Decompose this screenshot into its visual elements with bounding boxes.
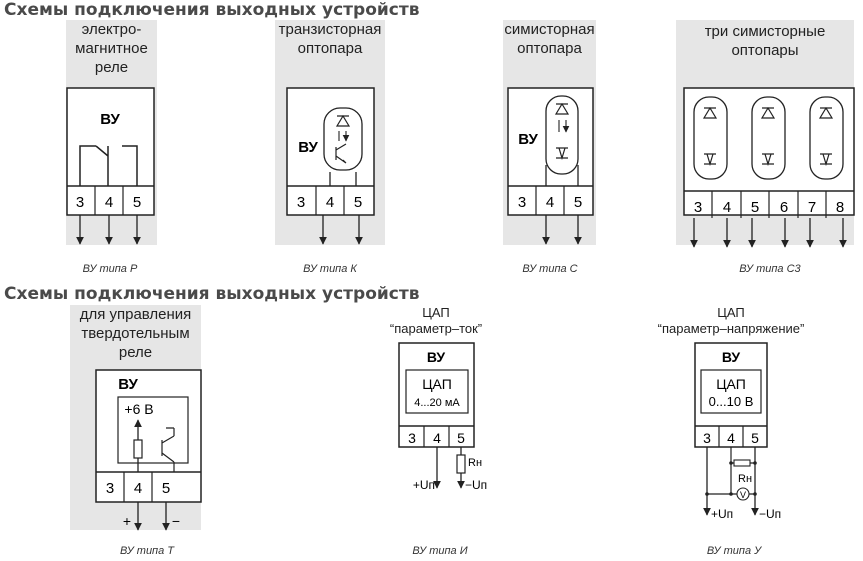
terminal-3: 3 xyxy=(518,194,526,211)
dac-box xyxy=(700,369,762,414)
resistor-icon xyxy=(133,439,143,459)
terminal-3: 3 xyxy=(703,430,711,446)
terminal-5: 5 xyxy=(574,194,582,211)
caption-type-s: ВУ типа С xyxy=(522,263,578,275)
terminal-3: 3 xyxy=(694,199,702,216)
voltage-label: +6 В xyxy=(124,401,153,417)
transistor-icon xyxy=(335,143,347,164)
label-type-s3: три симисторные оптопары xyxy=(704,23,826,59)
diagram-type-r: ВУ 3 4 5 xyxy=(66,20,157,245)
caption-type-k: ВУ типа К xyxy=(303,263,357,275)
inner-box xyxy=(117,396,189,464)
terminal-5: 5 xyxy=(354,194,362,211)
transistor-icon xyxy=(161,427,175,472)
terminal-4: 4 xyxy=(723,199,731,216)
device-box xyxy=(507,87,594,216)
device-box xyxy=(95,369,202,503)
triac-icon xyxy=(556,147,568,161)
terminal-3: 3 xyxy=(297,194,305,211)
heading-row1: Схемы подключения выходных устройств xyxy=(4,0,420,20)
label-type-u: ЦАП “параметр–напряжение” xyxy=(657,305,805,336)
diagram-type-s: ВУ 3 4 5 xyxy=(503,20,596,245)
terminal-6: 6 xyxy=(780,199,788,216)
voltmeter-label: V xyxy=(740,490,746,500)
terminal-5: 5 xyxy=(162,480,170,497)
device-box xyxy=(66,87,155,216)
device-label: ВУ xyxy=(427,349,446,365)
terminal-5: 5 xyxy=(751,430,759,446)
optocoupler xyxy=(323,107,363,171)
load-resistor-icon xyxy=(733,459,751,467)
dac-title: ЦАП xyxy=(716,376,746,392)
caption-type-i: ВУ типа И xyxy=(412,545,468,557)
device-label: ВУ xyxy=(100,111,120,128)
triac-icon xyxy=(704,153,832,167)
terminal-4: 4 xyxy=(546,194,554,211)
output-arrows xyxy=(690,218,847,248)
dac-title: ЦАП xyxy=(422,376,452,392)
label-type-i: ЦАП “параметр–ток” xyxy=(389,305,483,336)
terminal-3: 3 xyxy=(76,194,84,211)
device-label: ВУ xyxy=(118,376,138,393)
minus-u-label: −Uп xyxy=(759,507,781,521)
caption-type-s3: ВУ типа С3 xyxy=(739,263,801,275)
heading-row2: Схемы подключения выходных устройств xyxy=(4,284,420,304)
terminal-4: 4 xyxy=(134,480,142,497)
dac-box xyxy=(405,369,469,414)
device-label: ВУ xyxy=(722,349,741,365)
terminal-4: 4 xyxy=(105,194,113,211)
minus-u-label: −Uп xyxy=(465,478,487,492)
led-icon xyxy=(335,114,351,127)
caption-type-r: ВУ типа Р xyxy=(82,263,138,275)
dac-range: 0...10 В xyxy=(709,394,754,409)
led-icon xyxy=(554,102,570,115)
minus-label: − xyxy=(172,513,180,529)
label-type-t: для управления твердотельным реле xyxy=(79,306,192,361)
terminal-3: 3 xyxy=(106,480,114,497)
terminal-5: 5 xyxy=(751,199,759,216)
optocoupler xyxy=(751,96,786,180)
device-label: ВУ xyxy=(518,131,538,148)
plus-label: + xyxy=(123,513,131,529)
plus-u-label: +Uп xyxy=(711,507,733,521)
terminal-4: 4 xyxy=(727,430,735,446)
device-label: ВУ xyxy=(298,139,318,156)
diagram-type-u: ВУ ЦАП 0...10 В 3 4 5 Rн V +Uп −Uп xyxy=(694,342,781,521)
caption-type-t: ВУ типа Т xyxy=(119,545,175,557)
led-icon xyxy=(702,106,834,119)
load-label: Rн xyxy=(738,473,752,485)
plus-u-label: +Uп xyxy=(413,478,435,492)
terminal-4: 4 xyxy=(326,194,334,211)
terminal-4: 4 xyxy=(433,430,441,446)
terminal-5: 5 xyxy=(457,430,465,446)
diagram-type-s3: 3 4 5 6 7 8 xyxy=(676,20,855,248)
label-type-s: симисторная оптопара xyxy=(504,21,595,57)
relay-contacts xyxy=(79,145,138,186)
voltmeter-icon xyxy=(736,487,750,501)
load-resistor-icon xyxy=(456,454,466,474)
optocoupler xyxy=(693,96,728,180)
diagram-type-k: ВУ 3 4 5 xyxy=(275,20,385,245)
optocoupler xyxy=(809,96,844,180)
optocoupler xyxy=(545,95,579,175)
caption-type-u: ВУ типа У xyxy=(706,545,762,557)
load-label: Rн xyxy=(468,457,482,469)
device-box xyxy=(286,87,375,216)
terminal-7: 7 xyxy=(808,199,816,216)
diagram-type-t: ВУ +6 В 3 4 5 + − xyxy=(70,305,202,531)
terminal-8: 8 xyxy=(836,199,844,216)
terminal-5: 5 xyxy=(133,194,141,211)
label-type-r: электро- магнитное реле xyxy=(75,21,148,76)
dac-range: 4...20 мА xyxy=(414,397,460,409)
label-type-k: транзисторная оптопара xyxy=(278,21,382,57)
terminal-3: 3 xyxy=(408,430,416,446)
diagram-type-i: ВУ ЦАП 4...20 мА 3 4 5 Rн +Uп −Uп xyxy=(398,342,487,492)
